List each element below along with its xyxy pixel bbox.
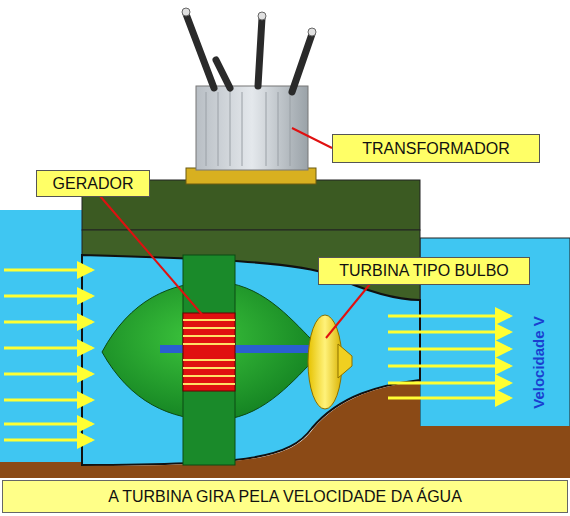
callout-box: TURBINA TIPO BULBO — [318, 257, 530, 285]
callout-box: TRANSFORMADOR — [332, 134, 540, 163]
generator-symbol — [183, 313, 235, 391]
leader-lines — [100, 128, 370, 338]
upstream-water — [0, 210, 82, 468]
flow-arrows — [388, 316, 510, 398]
node-text: TRANSFORMADOR — [362, 140, 510, 158]
transformer-symbol — [182, 8, 316, 184]
callout-box: GERADOR — [36, 170, 150, 197]
ground — [420, 426, 570, 478]
velocity-label: Velocidade V — [529, 316, 546, 409]
caption-band: A TURBINA GIRA PELA VELOCIDADE DA ÁGUA — [2, 480, 568, 513]
turbine-runner — [308, 315, 352, 409]
ground — [0, 462, 82, 478]
node-text: A TURBINA GIRA PELA VELOCIDADE DA ÁGUA — [108, 488, 462, 506]
node-text: GERADOR — [53, 175, 134, 193]
flow-arrows — [4, 270, 92, 440]
node-text: TURBINA TIPO BULBO — [339, 262, 509, 280]
support-column — [183, 255, 235, 465]
